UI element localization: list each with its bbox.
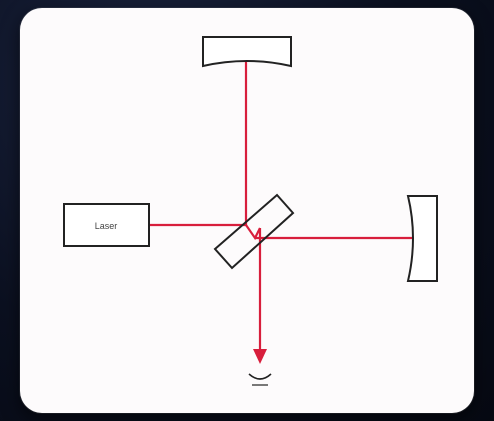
right-mirror (406, 195, 438, 282)
laser: Laser (63, 203, 150, 247)
laser-box (63, 203, 150, 247)
laser-beams (150, 62, 414, 352)
top-mirror (202, 36, 292, 68)
detector-icon (248, 373, 272, 380)
beam-splitter-internal (245, 224, 261, 241)
laser-label: Laser (95, 221, 118, 231)
beam-splitter (213, 193, 295, 270)
beam-arrowhead (253, 349, 267, 364)
